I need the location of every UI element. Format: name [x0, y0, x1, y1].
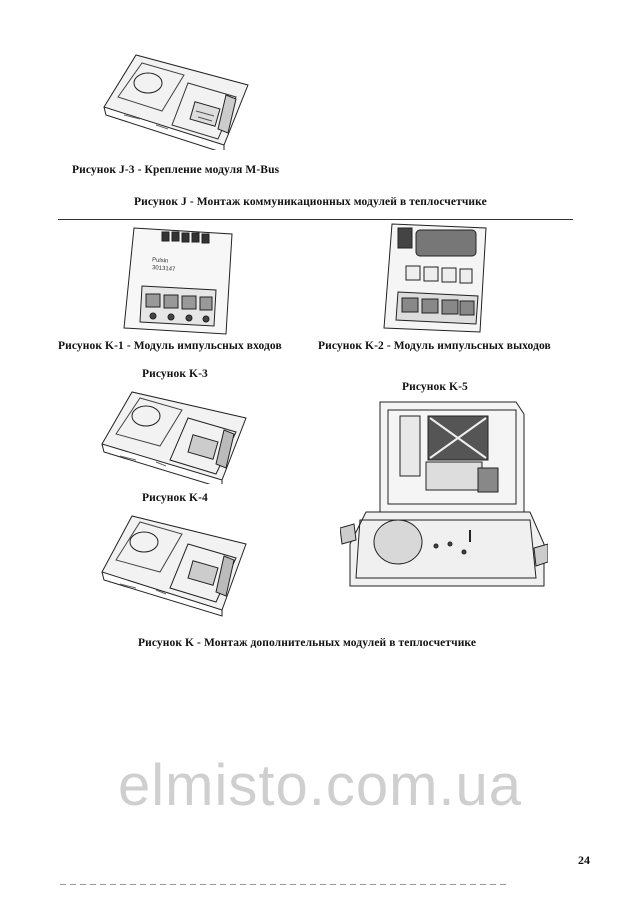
caption-figure-j3: Рисунок J-3 - Крепление модуля M-Bus	[72, 164, 280, 176]
watermark-text: elmisto.com.ua	[117, 753, 523, 818]
module-label-line1: Pulsin	[151, 257, 169, 265]
caption-figure-j: Рисунок J - Монтаж коммуникационных моду…	[134, 196, 487, 208]
caption-figure-k3: Рисунок K-3	[142, 368, 208, 380]
scan-edge-line	[60, 884, 510, 885]
figure-k1-image	[120, 224, 245, 336]
caption-figure-k5: Рисунок K-5	[402, 381, 468, 393]
figure-k2-image	[380, 220, 492, 336]
section-divider	[58, 219, 573, 220]
figure-k3-image	[96, 384, 256, 484]
figure-k4-image	[96, 508, 256, 618]
figure-j3-image	[96, 45, 256, 150]
page-number: 24	[578, 853, 590, 867]
caption-figure-k1: Рисунок K-1 - Модуль импульсных входов	[58, 340, 282, 352]
figure-k5-image	[340, 394, 548, 604]
caption-figure-k4: Рисунок K-4	[142, 492, 208, 504]
caption-figure-k2: Рисунок K-2 - Модуль импульсных выходов	[318, 340, 551, 352]
caption-figure-k: Рисунок K - Монтаж дополнительных модуле…	[138, 637, 477, 649]
